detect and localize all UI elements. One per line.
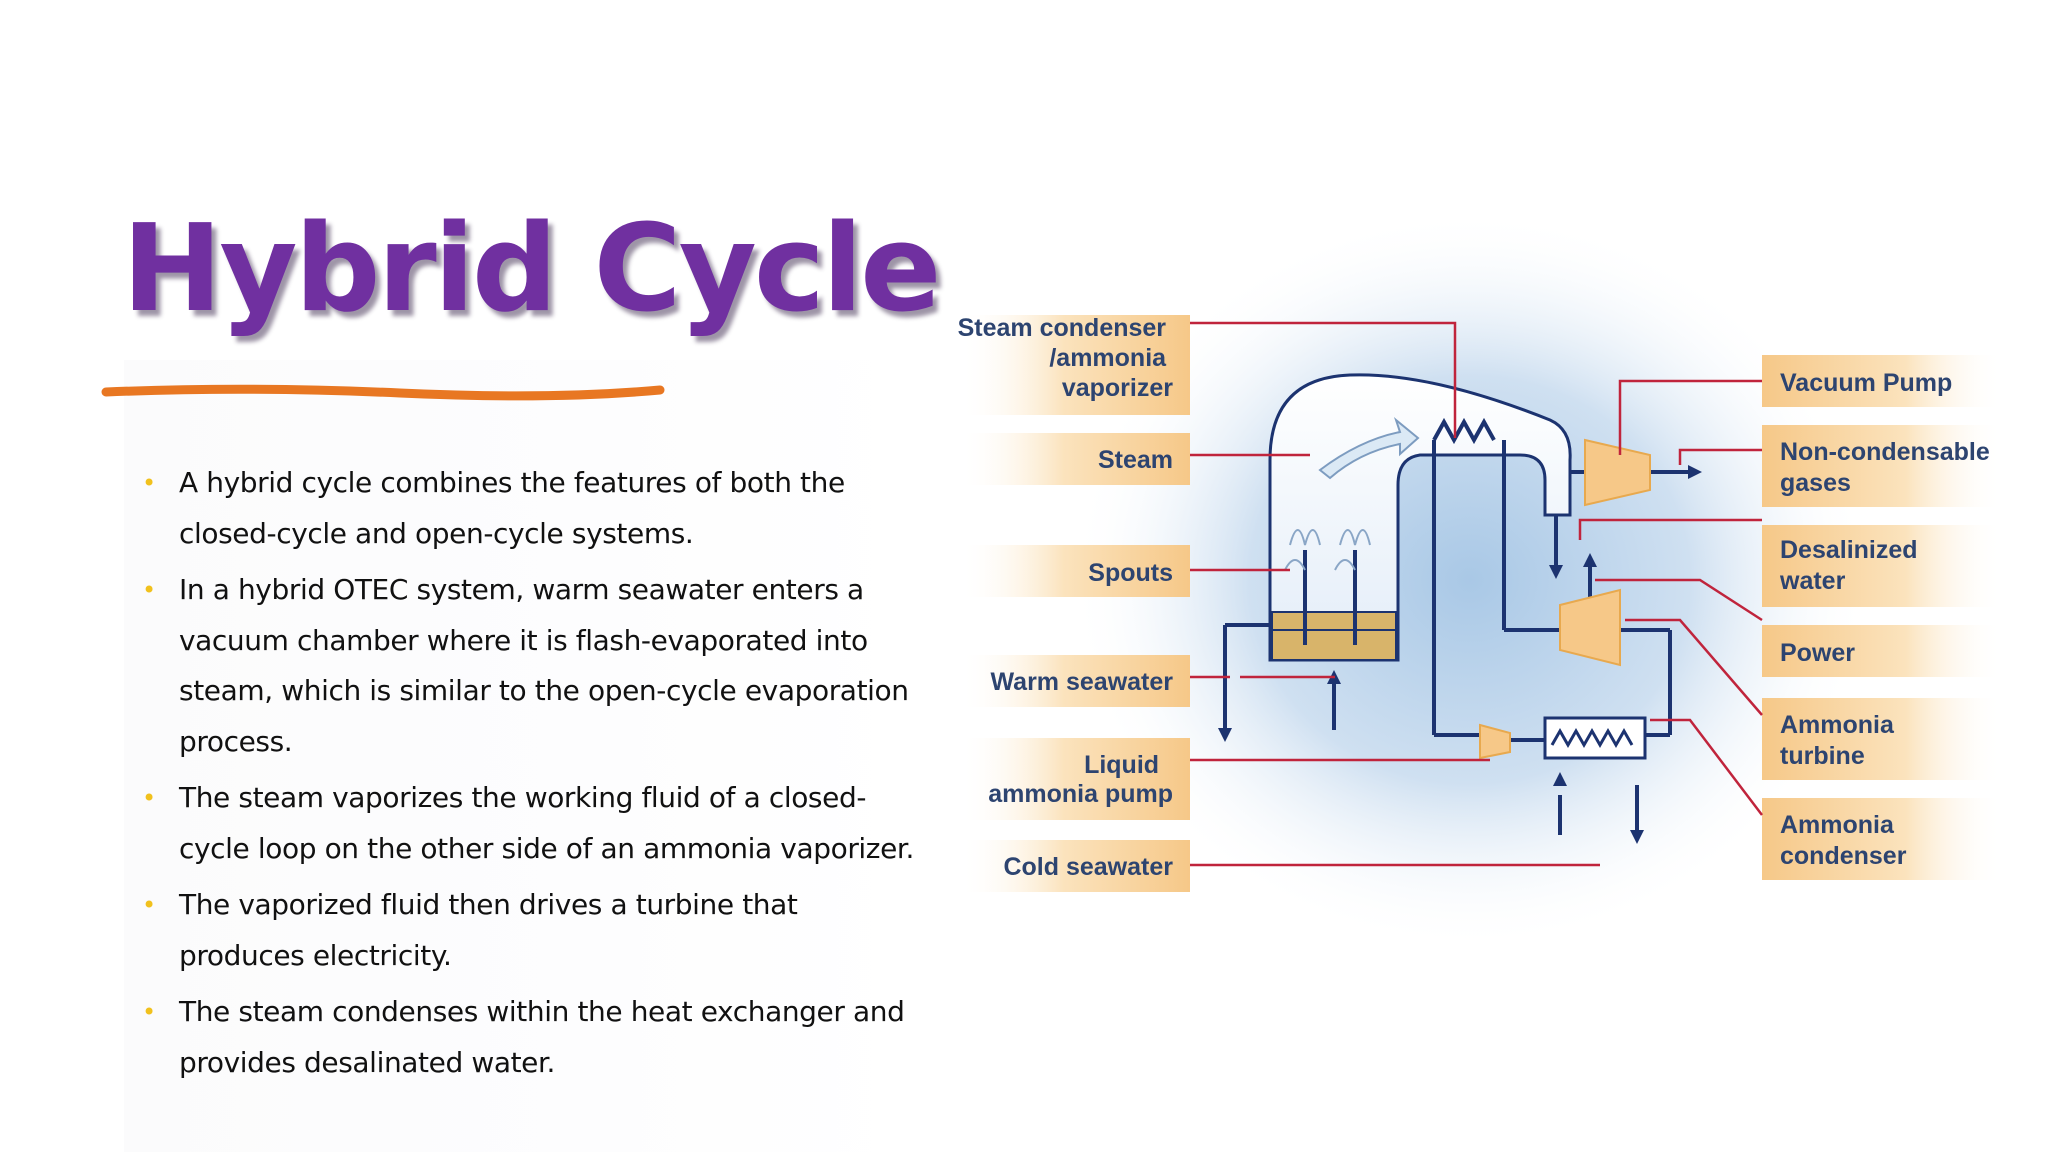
label-non-condensable-gases: Non-condensable gases	[1780, 438, 1997, 497]
steam-flow-arrow-icon	[1318, 417, 1420, 480]
label-box-power	[1762, 625, 2002, 677]
label-warm-seawater: Warm seawater	[991, 668, 1174, 696]
label-box-steam-condenser	[960, 315, 1190, 415]
label-cold-seawater: Cold seawater	[1003, 853, 1173, 881]
bullet-dot-icon: •	[142, 998, 156, 1026]
bullet-dot-icon: •	[142, 784, 156, 812]
bullet-line: The steam condenses within the heat exch…	[179, 995, 905, 1028]
bullet-item-3: • The steam vaporizes the working fluid …	[136, 773, 916, 874]
label-steam: Steam	[1098, 446, 1173, 474]
spouts-icon	[1303, 550, 1357, 645]
bullet-line: The steam vaporizes the working fluid of…	[179, 781, 867, 814]
label-box-non-condensable	[1762, 425, 2002, 507]
vacuum-chamber	[1268, 373, 1572, 662]
label-ammonia-turbine: Ammonia turbine	[1780, 711, 1901, 770]
label-box-steam	[960, 433, 1190, 485]
label-box-vacuum-pump	[1762, 355, 2002, 407]
bullet-line: The vaporized fluid then drives a turbin…	[179, 888, 798, 921]
bullet-line: process.	[179, 724, 293, 758]
bullet-line: vacuum chamber where it is flash-evapora…	[179, 623, 868, 657]
bullet-dot-icon: •	[142, 891, 156, 919]
label-ammonia-condenser: Ammonia condenser	[1780, 811, 1907, 870]
bullet-dot-icon: •	[142, 576, 156, 604]
chamber-water-level	[1271, 611, 1397, 661]
bullet-item-2: • In a hybrid OTEC system, warm seawater…	[136, 565, 916, 767]
label-box-liquid-ammonia-pump	[960, 738, 1190, 820]
bullet-item-1: • A hybrid cycle combines the features o…	[136, 458, 916, 559]
slide-title: Hybrid Cycle	[122, 200, 941, 339]
bullet-line: produces electricity.	[179, 938, 452, 972]
label-box-ammonia-turbine	[1762, 698, 2002, 780]
label-desalinized-water: Desalinized water	[1779, 536, 1925, 595]
ammonia-turbine-icon	[1559, 588, 1621, 667]
bullet-line: steam, which is similar to the open-cycl…	[179, 674, 909, 707]
label-box-cold-seawater	[960, 840, 1190, 892]
diagram-background-glow	[1070, 210, 1870, 950]
spray-icon	[1284, 529, 1371, 571]
bullet-item-5: • The steam condenses within the heat ex…	[136, 987, 916, 1088]
liquid-ammonia-pump-icon	[1479, 723, 1511, 760]
flow-arrows	[1218, 465, 1702, 844]
label-box-desalinized-water	[1762, 525, 2002, 607]
label-steam-condenser: Steam condenser /ammonia vaporizer	[958, 314, 1174, 402]
text-panel-background	[124, 360, 914, 1152]
label-box-warm-seawater	[960, 655, 1190, 707]
label-liquid-ammonia-pump: Liquid ammonia pump	[988, 751, 1173, 808]
hybrid-otec-diagram: Steam condenser /ammonia vaporizer Steam…	[958, 210, 2002, 950]
leader-lines	[1190, 321, 1763, 867]
label-power: Power	[1780, 639, 1855, 667]
vaporizer-coil-icon	[1432, 417, 1496, 445]
bullet-list: • A hybrid cycle combines the features o…	[136, 458, 916, 1094]
bullet-line: closed-cycle and open-cycle systems.	[179, 516, 694, 550]
bullet-line: In a hybrid OTEC system, warm seawater e…	[179, 573, 864, 606]
label-vacuum-pump: Vacuum Pump	[1780, 369, 1952, 397]
bullet-dot-icon: •	[142, 469, 156, 497]
title-underline	[101, 384, 665, 401]
label-spouts: Spouts	[1088, 559, 1173, 587]
label-box-spouts	[960, 545, 1190, 597]
right-labels: Vacuum Pump Non-condensable gases Desali…	[1779, 369, 1997, 870]
vacuum-pump-icon	[1584, 438, 1651, 507]
left-labels: Steam condenser /ammonia vaporizer Steam…	[958, 314, 1174, 881]
bullet-line: A hybrid cycle combines the features of …	[179, 466, 845, 499]
bullet-item-4: • The vaporized fluid then drives a turb…	[136, 880, 916, 981]
bullet-line: cycle loop on the other side of an ammon…	[179, 831, 914, 865]
bullet-line: provides desalinated water.	[179, 1045, 556, 1079]
label-box-ammonia-condenser	[1762, 798, 2002, 880]
